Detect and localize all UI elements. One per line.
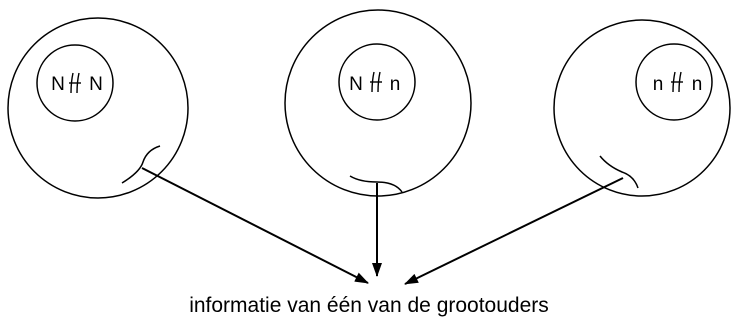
cell-2-gamete-strand xyxy=(349,175,403,193)
cell-2: N n xyxy=(284,9,472,197)
cell-1-membrane xyxy=(7,17,189,199)
cell-2-chromosome-pair-icon xyxy=(370,71,382,93)
cell-3: n n xyxy=(553,19,731,197)
cell-1: N N xyxy=(7,17,189,199)
cell-3-right-allele: n xyxy=(692,74,703,95)
cell-1-chromosome-pair-icon xyxy=(69,72,81,94)
cell-2-right-allele: n xyxy=(390,74,401,95)
cell-2-membrane xyxy=(284,9,472,197)
arrow-from-cell-3 xyxy=(404,177,624,285)
caption: informatie van één van de grootouders xyxy=(189,294,549,317)
arrow-from-cell-1 xyxy=(141,167,369,284)
cell-1-left-allele: N xyxy=(51,74,65,95)
cell-3-left-allele: n xyxy=(653,74,664,95)
cell-2-nucleus xyxy=(338,43,416,121)
cell-1-gamete-strand xyxy=(121,145,161,184)
cell-1-right-allele: N xyxy=(89,74,103,95)
cell-1-nucleus xyxy=(36,44,114,122)
cell-2-left-allele: N xyxy=(349,74,363,95)
cell-3-nucleus xyxy=(635,43,713,121)
cell-3-chromosome-pair-icon xyxy=(671,71,683,93)
cell-3-membrane xyxy=(553,19,731,197)
cell-3-gamete-strand xyxy=(599,155,639,189)
